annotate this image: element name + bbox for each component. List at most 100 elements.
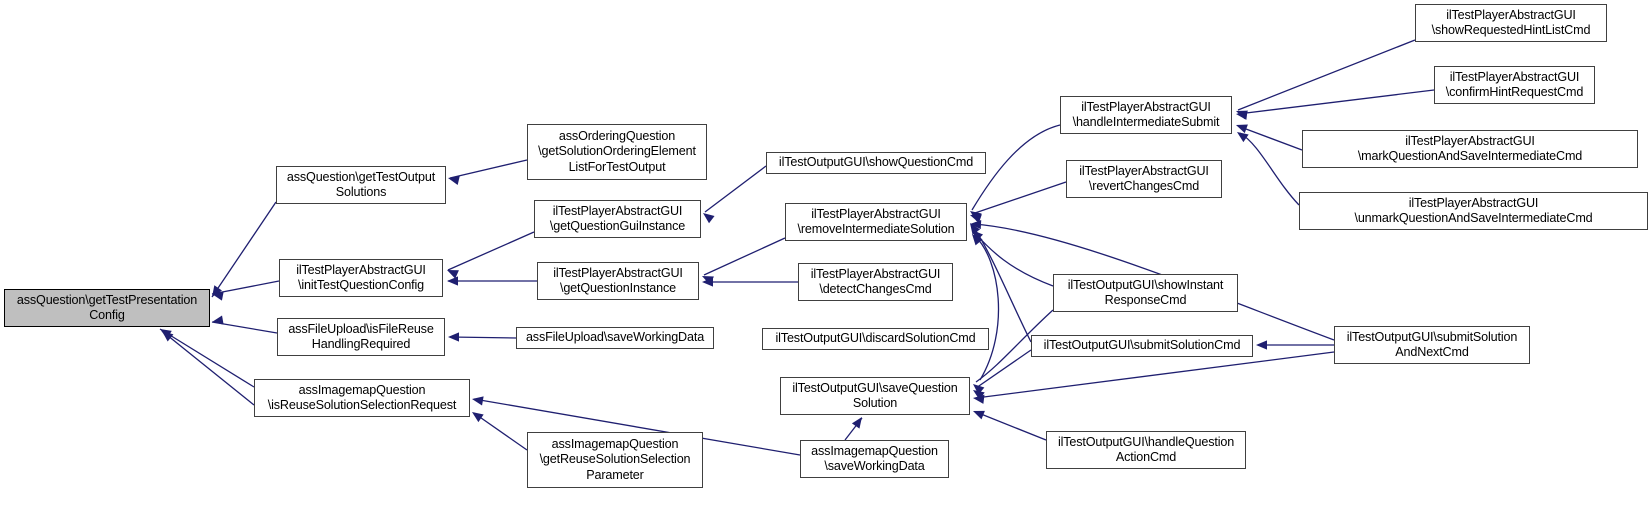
graph-node-initTestQuestionConfig[interactable]: ilTestPlayerAbstractGUI \initTestQuestio… — [279, 259, 443, 297]
edge-arrowhead — [702, 277, 713, 287]
graph-node-handleIntermediateSubmit[interactable]: ilTestPlayerAbstractGUI \handleIntermedi… — [1060, 96, 1232, 134]
graph-node-getQuestionGuiInstance[interactable]: ilTestPlayerAbstractGUI \getQuestionGuiI… — [534, 200, 701, 238]
graph-node-label: ilTestPlayerAbstractGUI \getQuestionGuiI… — [549, 203, 686, 233]
edge-line — [975, 411, 1047, 441]
edge-arrowhead — [970, 223, 981, 235]
graph-edge-22 — [1236, 124, 1303, 151]
graph-node-detectChangesCmd[interactable]: ilTestPlayerAbstractGUI \detectChangesCm… — [798, 263, 953, 301]
edge-arrowhead — [448, 332, 459, 342]
graph-node-label: assFileUpload\saveWorkingData — [525, 330, 705, 345]
graph-node-label: ilTestOutputGUI\discardSolutionCmd — [775, 331, 976, 346]
edge-arrowhead — [970, 219, 982, 230]
edge-arrowhead — [162, 331, 174, 342]
edge-arrowhead — [212, 285, 222, 297]
graph-edge-20 — [1236, 39, 1416, 120]
graph-node-showInstantResponseCmd[interactable]: ilTestOutputGUI\showInstant ResponseCmd — [1053, 274, 1238, 312]
graph-edge-18 — [972, 230, 1054, 287]
graph-edge-26 — [973, 351, 1335, 404]
graph-node-revertChangesCmd[interactable]: ilTestPlayerAbstractGUI \revertChangesCm… — [1066, 160, 1222, 198]
graph-node-saveWorkingDataFileUpload[interactable]: assFileUpload\saveWorkingData — [516, 327, 714, 349]
edge-arrowhead — [447, 270, 459, 279]
edge-line — [211, 280, 280, 295]
graph-node-label: ilTestOutputGUI\showQuestionCmd — [778, 155, 974, 170]
graph-node-handleQuestionActionCmd[interactable]: ilTestOutputGUI\handleQuestion ActionCmd — [1046, 431, 1246, 469]
edge-line — [975, 351, 1335, 399]
edge-line — [844, 417, 863, 441]
graph-edge-8 — [448, 332, 517, 342]
graph-node-label: ilTestPlayerAbstractGUI \detectChangesCm… — [810, 266, 941, 296]
graph-edge-5 — [448, 159, 528, 185]
edge-line — [211, 321, 278, 334]
edge-line — [704, 165, 767, 213]
edge-line — [1239, 132, 1300, 206]
graph-node-submitSolutionCmd[interactable]: ilTestOutputGUI\submitSolutionCmd — [1031, 335, 1253, 357]
graph-node-label: ilTestPlayerAbstractGUI \showRequestedHi… — [1431, 7, 1591, 37]
graph-edge-16 — [970, 223, 1032, 343]
edge-arrowhead — [448, 175, 460, 185]
edge-line — [703, 237, 786, 276]
graph-edge-27 — [973, 410, 1047, 441]
graph-node-label: assImagemapQuestion \getReuseSolutionSel… — [539, 436, 691, 482]
edge-arrowhead — [703, 213, 715, 224]
graph-node-removeIntermediateSolution[interactable]: ilTestPlayerAbstractGUI \removeIntermedi… — [785, 203, 967, 241]
graph-node-label: assImagemapQuestion \saveWorkingData — [811, 443, 938, 473]
edge-arrowhead — [973, 410, 985, 420]
graph-node-unmarkQuestionAndSaveIntermediateCmd[interactable]: ilTestPlayerAbstractGUI \unmarkQuestionA… — [1299, 192, 1648, 230]
edge-arrowhead — [1236, 124, 1248, 134]
edge-arrowhead — [212, 291, 224, 301]
graph-node-discardSolutionCmd[interactable]: ilTestOutputGUI\discardSolutionCmd — [762, 328, 989, 350]
graph-node-submitSolutionAndNextCmd[interactable]: ilTestOutputGUI\submitSolution AndNextCm… — [1334, 326, 1530, 364]
edge-line — [1237, 125, 1303, 151]
edge-line — [973, 231, 1054, 287]
graph-node-label: ilTestPlayerAbstractGUI \revertChangesCm… — [1079, 163, 1209, 193]
graph-node-showRequestedHintListCmd[interactable]: ilTestPlayerAbstractGUI \showRequestedHi… — [1415, 4, 1607, 42]
edge-line — [449, 159, 528, 179]
graph-edge-28 — [1256, 340, 1334, 350]
edge-line — [974, 235, 1000, 381]
graph-edge-9 — [472, 412, 528, 451]
graph-node-label: ilTestPlayerAbstractGUI \unmarkQuestionA… — [1354, 195, 1593, 225]
edge-arrowhead — [472, 396, 484, 406]
edge-line — [161, 330, 255, 406]
edge-line — [971, 224, 1032, 343]
edge-arrowhead — [851, 417, 862, 429]
graph-node-getReuseSolutionSelectionParameter[interactable]: assImagemapQuestion \getReuseSolutionSel… — [527, 432, 703, 488]
graph-node-getQuestionInstance[interactable]: ilTestPlayerAbstractGUI \getQuestionInst… — [537, 262, 699, 300]
edge-arrowhead — [1236, 110, 1248, 120]
edge-line — [447, 231, 535, 271]
graph-edge-13 — [702, 277, 798, 287]
graph-node-saveWorkingDataImagemap[interactable]: assImagemapQuestion \saveWorkingData — [800, 440, 949, 478]
graph-node-getTestOutputSolutions[interactable]: assQuestion\getTestOutput Solutions — [276, 166, 446, 204]
graph-edge-25 — [973, 349, 1032, 400]
edge-arrowhead — [970, 211, 982, 222]
edge-arrowhead — [1256, 340, 1267, 350]
edge-arrowhead — [702, 276, 714, 285]
graph-node-isFileReuseHandlingRequired[interactable]: assFileUpload\isFileReuse HandlingRequir… — [277, 318, 445, 356]
graph-node-isReuseSolutionSelectionRequest[interactable]: assImagemapQuestion \isReuseSolutionSele… — [254, 379, 470, 417]
graph-edge-4 — [161, 330, 255, 406]
graph-node-root[interactable]: assQuestion\getTestPresentation Config — [4, 289, 210, 327]
graph-node-label: ilTestOutputGUI\submitSolutionCmd — [1043, 338, 1241, 353]
graph-node-label: ilTestOutputGUI\showInstant ResponseCmd — [1067, 277, 1224, 307]
edge-line — [473, 412, 528, 451]
edge-line — [1237, 89, 1435, 115]
edge-arrowhead — [973, 394, 985, 404]
graph-node-label: ilTestPlayerAbstractGUI \removeIntermedi… — [797, 206, 955, 236]
graph-node-saveQuestionSolution[interactable]: ilTestOutputGUI\saveQuestion Solution — [780, 377, 970, 415]
graph-edge-2 — [211, 315, 278, 334]
edge-line — [159, 328, 255, 388]
edge-arrowhead — [472, 412, 484, 423]
graph-node-showQuestionCmd[interactable]: ilTestOutputGUI\showQuestionCmd — [766, 152, 986, 174]
edge-line — [971, 181, 1067, 215]
graph-edge-23 — [1237, 132, 1300, 206]
graph-edge-7 — [447, 276, 537, 286]
graph-node-getSolutionOrderingElementListForTestOutput[interactable]: assOrderingQuestion \getSolutionOrdering… — [527, 124, 707, 180]
graph-edge-1 — [211, 280, 280, 301]
graph-node-label: assQuestion\getTestPresentation Config — [16, 292, 198, 322]
edge-line — [1237, 39, 1416, 111]
edge-arrowhead — [973, 390, 985, 400]
graph-node-label: ilTestPlayerAbstractGUI \getQuestionInst… — [553, 265, 683, 295]
graph-node-markQuestionAndSaveIntermediateCmd[interactable]: ilTestPlayerAbstractGUI \markQuestionAnd… — [1302, 130, 1638, 168]
graph-node-confirmHintRequestCmd[interactable]: ilTestPlayerAbstractGUI \confirmHintRequ… — [1434, 66, 1595, 104]
